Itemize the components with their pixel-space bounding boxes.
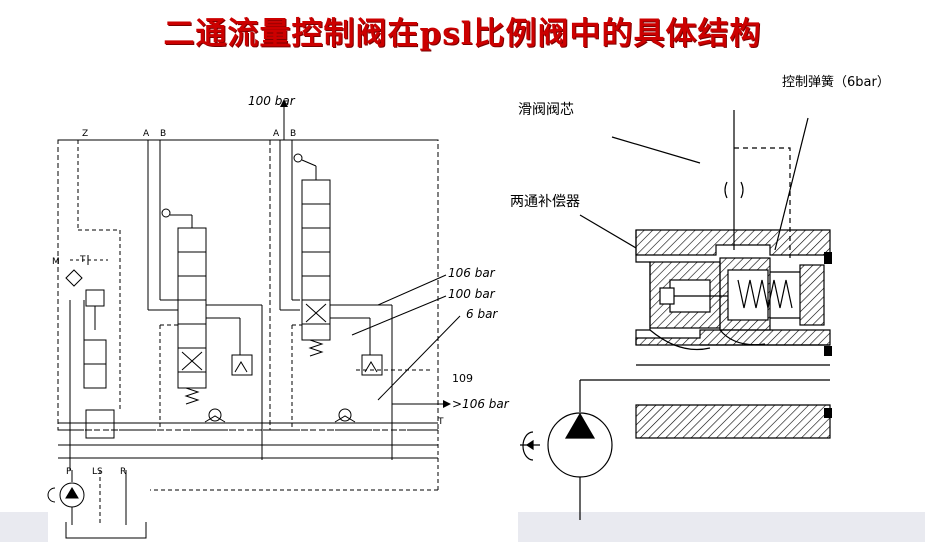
port-z: Z — [82, 129, 88, 139]
spool-label: 滑阀阀芯 — [518, 101, 574, 118]
compensator-1 — [231, 354, 253, 376]
seal-3 — [824, 408, 832, 418]
callout-6-bar: 6 bar — [466, 307, 498, 321]
valve-section-view — [520, 110, 832, 520]
compensator-label: 两通补偿器 — [510, 194, 580, 210]
spring-label: 控制弹簧（6bar） — [782, 74, 890, 90]
port-p: P — [66, 467, 72, 477]
callout-100-bar: 100 bar — [448, 287, 496, 301]
seal-2 — [824, 346, 832, 356]
port-r: R — [120, 467, 126, 477]
control-spring — [737, 279, 793, 309]
port-b2: B — [290, 129, 296, 139]
port-t-top: T — [79, 255, 86, 265]
port-a2: A — [273, 129, 280, 139]
output-pressure-label: >106 bar — [452, 397, 510, 411]
callout-106-bar: 106 bar — [448, 266, 496, 280]
port-b1: B — [160, 129, 166, 139]
port-m: M — [52, 257, 60, 267]
filter-symbol — [65, 269, 83, 287]
check-valve-2 — [338, 408, 352, 422]
port-t-right: T — [437, 417, 444, 427]
tank-symbol — [65, 522, 147, 539]
pilot-block — [85, 409, 115, 439]
compensator-2 — [361, 354, 383, 376]
ref-number: 109 — [452, 372, 473, 385]
port-ls: LS — [92, 467, 103, 477]
slide-title: 二通流量控制阀在psl比例阀中的具体结构 — [163, 16, 762, 52]
top-pressure-label: 100 bar — [248, 94, 296, 108]
hydraulic-schematic — [47, 99, 461, 539]
check-valve-1 — [208, 408, 222, 422]
seal-1 — [824, 252, 832, 264]
port-a1: A — [143, 129, 150, 139]
schematic-frame — [57, 139, 439, 431]
